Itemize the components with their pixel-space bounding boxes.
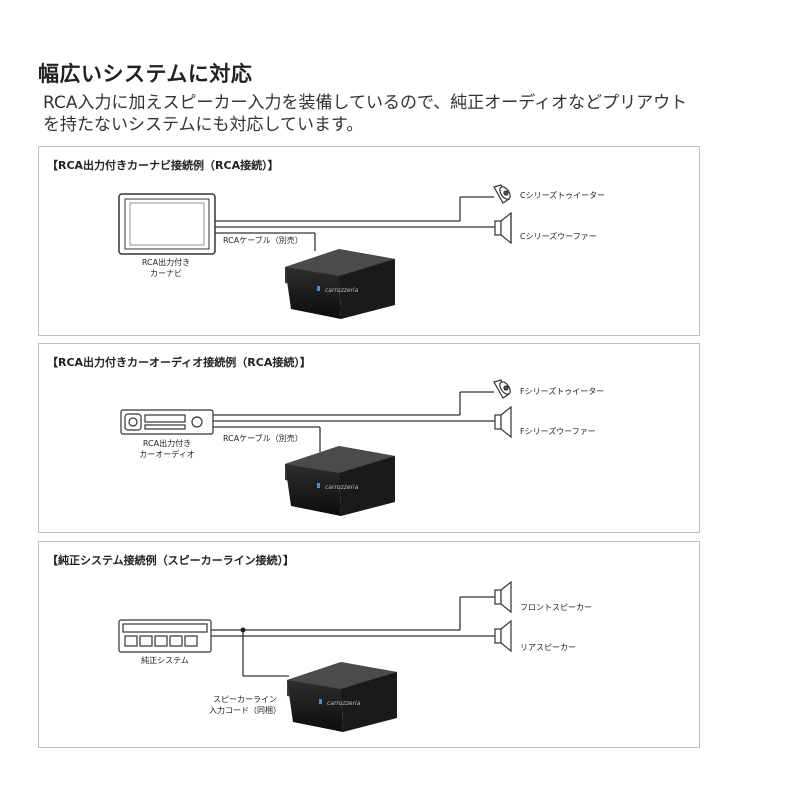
source-label: 純正システム bbox=[119, 655, 211, 666]
speaker-icon bbox=[494, 580, 512, 614]
heading: 幅広いシステムに対応 bbox=[38, 62, 253, 86]
panel-title: 【RCA出力付きカーナビ接続例（RCA接続）】 bbox=[47, 159, 279, 172]
cable-label-line: スピーカーライン bbox=[213, 695, 277, 704]
amplifier-icon: carrozzeria bbox=[285, 446, 395, 516]
junction-dot bbox=[240, 627, 246, 633]
speaker-top-label: Fシリーズトゥイーター bbox=[520, 387, 605, 396]
cable-label: スピーカーライン 入力コード（同梱） bbox=[201, 694, 289, 716]
source-label: RCA出力付き カーナビ bbox=[123, 257, 209, 279]
amp-logo: carrozzeria bbox=[325, 484, 359, 491]
source-label-line: カーナビ bbox=[150, 269, 182, 278]
diagram-car-audio: carrozzeria bbox=[120, 379, 512, 516]
diagram-car-navi: carrozzeria bbox=[118, 184, 512, 319]
source-label-line: RCA出力付き bbox=[141, 258, 191, 267]
speaker-top-label: フロントスピーカー bbox=[520, 603, 592, 612]
speaker-bottom-label: Cシリーズウーファー bbox=[520, 232, 597, 241]
amp-logo: carrozzeria bbox=[325, 287, 359, 294]
source-label-line: 純正システム bbox=[141, 656, 189, 665]
rca-cable bbox=[215, 196, 495, 251]
cable-label: RCAケーブル（別売） bbox=[223, 236, 303, 245]
description: RCA入力に加えスピーカー入力を装備しているので、純正オーディオなどプリアウト … bbox=[43, 92, 783, 136]
car-audio-deck-icon bbox=[120, 409, 214, 435]
amp-logo: carrozzeria bbox=[327, 700, 361, 707]
speaker-bottom-label: リアスピーカー bbox=[520, 643, 576, 652]
tweeter-icon bbox=[493, 379, 511, 399]
source-label: RCA出力付き カーオーディオ bbox=[121, 438, 213, 460]
panel-car-navi: 【RCA出力付きカーナビ接続例（RCA接続）】 bbox=[38, 146, 700, 336]
cable-label-line: 入力コード（同梱） bbox=[209, 706, 281, 715]
car-navi-icon bbox=[118, 193, 216, 255]
speaker-bottom-label: Fシリーズウーファー bbox=[520, 427, 596, 436]
source-label-line: RCA出力付き bbox=[142, 439, 192, 448]
speaker-icon bbox=[494, 619, 512, 653]
rca-cable bbox=[213, 391, 495, 452]
woofer-icon bbox=[494, 211, 512, 245]
panel-title: 【純正システム接続例（スピーカーライン接続）】 bbox=[47, 554, 295, 567]
source-label-line: カーオーディオ bbox=[139, 450, 195, 459]
speaker-top-label: Cシリーズトゥイーター bbox=[520, 191, 606, 200]
oem-head-unit-icon bbox=[118, 619, 212, 653]
tweeter-icon bbox=[493, 184, 511, 204]
panel-title: 【RCA出力付きカーオーディオ接続例（RCA接続）】 bbox=[47, 356, 311, 369]
panel-oem-system: 【純正システム接続例（スピーカーライン接続）】 bbox=[38, 541, 700, 748]
amplifier-icon: carrozzeria bbox=[287, 662, 397, 732]
speaker-line-cable bbox=[211, 596, 495, 677]
woofer-icon bbox=[494, 405, 512, 439]
diagram-oem-system: carrozzeria bbox=[118, 580, 512, 732]
amplifier-icon: carrozzeria bbox=[285, 249, 395, 319]
description-line: を持たないシステムにも対応しています。 bbox=[43, 115, 364, 135]
panel-car-audio: 【RCA出力付きカーオーディオ接続例（RCA接続）】 bbox=[38, 343, 700, 533]
description-line: RCA入力に加えスピーカー入力を装備しているので、純正オーディオなどプリアウト bbox=[43, 93, 688, 113]
cable-label: RCAケーブル（別売） bbox=[223, 434, 303, 443]
